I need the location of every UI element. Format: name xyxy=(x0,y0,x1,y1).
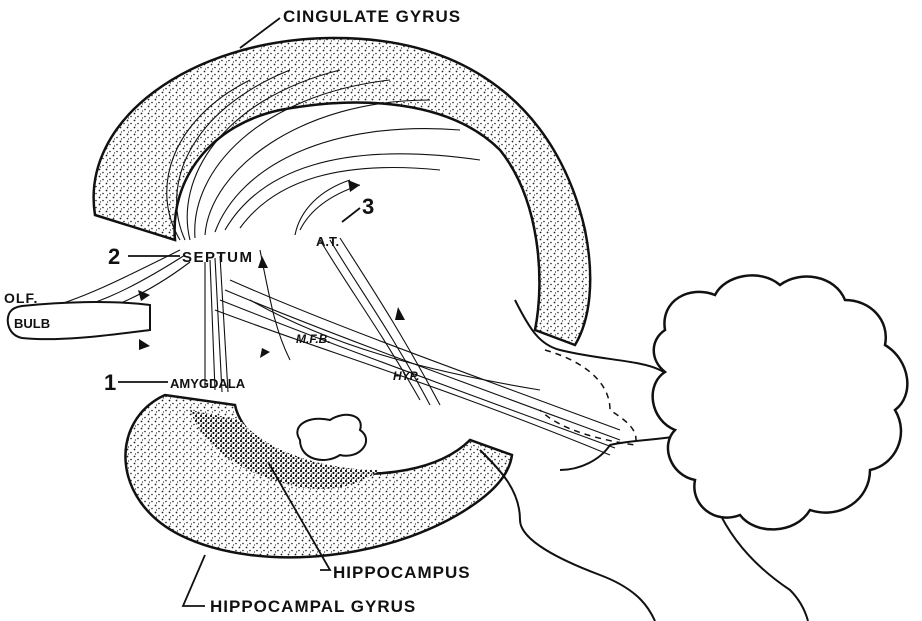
cerebellum xyxy=(653,275,908,529)
label-hippocampal-gyrus: HIPPOCAMPAL GYRUS xyxy=(210,597,416,616)
label-hippocampus: HIPPOCAMPUS xyxy=(333,563,471,582)
label-amygdala: AMYGDALA xyxy=(170,376,246,391)
label-cingulate-gyrus: CINGULATE GYRUS xyxy=(283,7,461,26)
label-bulb: BULB xyxy=(14,316,50,331)
cingulate-gyrus-band xyxy=(94,38,591,345)
label-hyp: HYP. xyxy=(393,369,419,383)
number-2: 2 xyxy=(108,244,120,269)
label-olf: OLF. xyxy=(4,290,38,306)
number-1: 1 xyxy=(104,370,116,395)
inner-arch xyxy=(175,103,540,330)
number-3: 3 xyxy=(362,194,374,219)
label-at: A.T. xyxy=(316,234,339,249)
brainstem-lower xyxy=(480,450,655,621)
at-leader-3 xyxy=(342,208,360,222)
label-septum: SEPTUM xyxy=(182,249,254,266)
label-mfb: M.F.B. xyxy=(296,332,331,346)
pons-dashed xyxy=(540,350,636,445)
temporal-horn-shape xyxy=(297,415,366,460)
hippocampal-gyrus-leader xyxy=(183,555,205,606)
